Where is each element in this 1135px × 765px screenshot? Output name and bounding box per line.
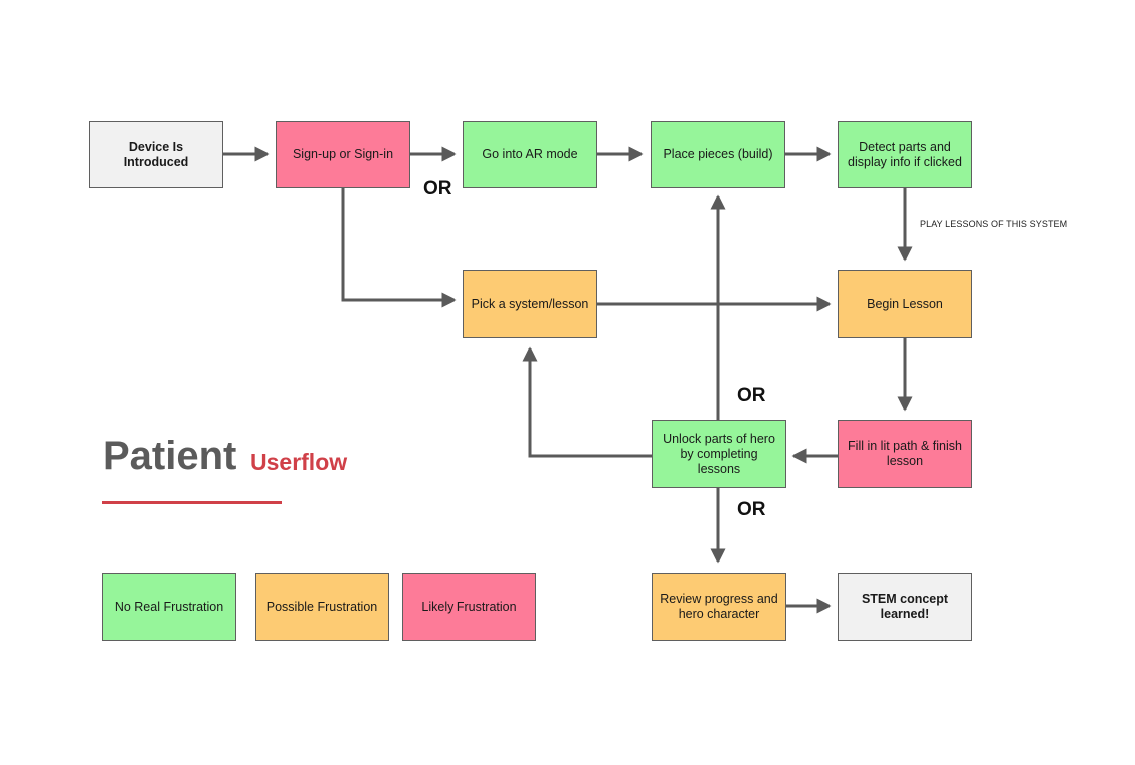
node-detect-parts: Detect parts and display info if clicked	[838, 121, 972, 188]
or-label-unlock-up: OR	[737, 385, 766, 406]
or-label-signup: OR	[423, 178, 452, 199]
node-review-progress: Review progress and hero character	[652, 573, 786, 641]
node-fill-path: Fill in lit path & finish lesson	[838, 420, 972, 488]
play-lessons-label: PLAY LESSONS OF THIS SYSTEM	[920, 219, 1068, 229]
node-stem-learned: STEM concept learned!	[838, 573, 972, 641]
node-unlock-hero: Unlock parts of hero by completing lesso…	[652, 420, 786, 488]
node-signup-signin: Sign-up or Sign-in	[276, 121, 410, 188]
legend-no-frustration: No Real Frustration	[102, 573, 236, 641]
legend-likely-frustration: Likely Frustration	[402, 573, 536, 641]
node-place-pieces: Place pieces (build)	[651, 121, 785, 188]
page-subtitle: Userflow	[250, 449, 348, 475]
or-label-unlock-down: OR	[737, 499, 766, 520]
arrow-unlock-to-pick	[522, 346, 652, 458]
legend-possible-frustration: Possible Frustration	[255, 573, 389, 641]
node-ar-mode: Go into AR mode	[463, 121, 597, 188]
title-underline	[102, 501, 282, 504]
arrow-signup-to-pick	[341, 188, 457, 308]
node-pick-system: Pick a system/lesson	[463, 270, 597, 338]
page-title: Patient	[103, 434, 237, 478]
node-device-introduced: Device Is Introduced	[89, 121, 223, 188]
node-begin-lesson: Begin Lesson	[838, 270, 972, 338]
